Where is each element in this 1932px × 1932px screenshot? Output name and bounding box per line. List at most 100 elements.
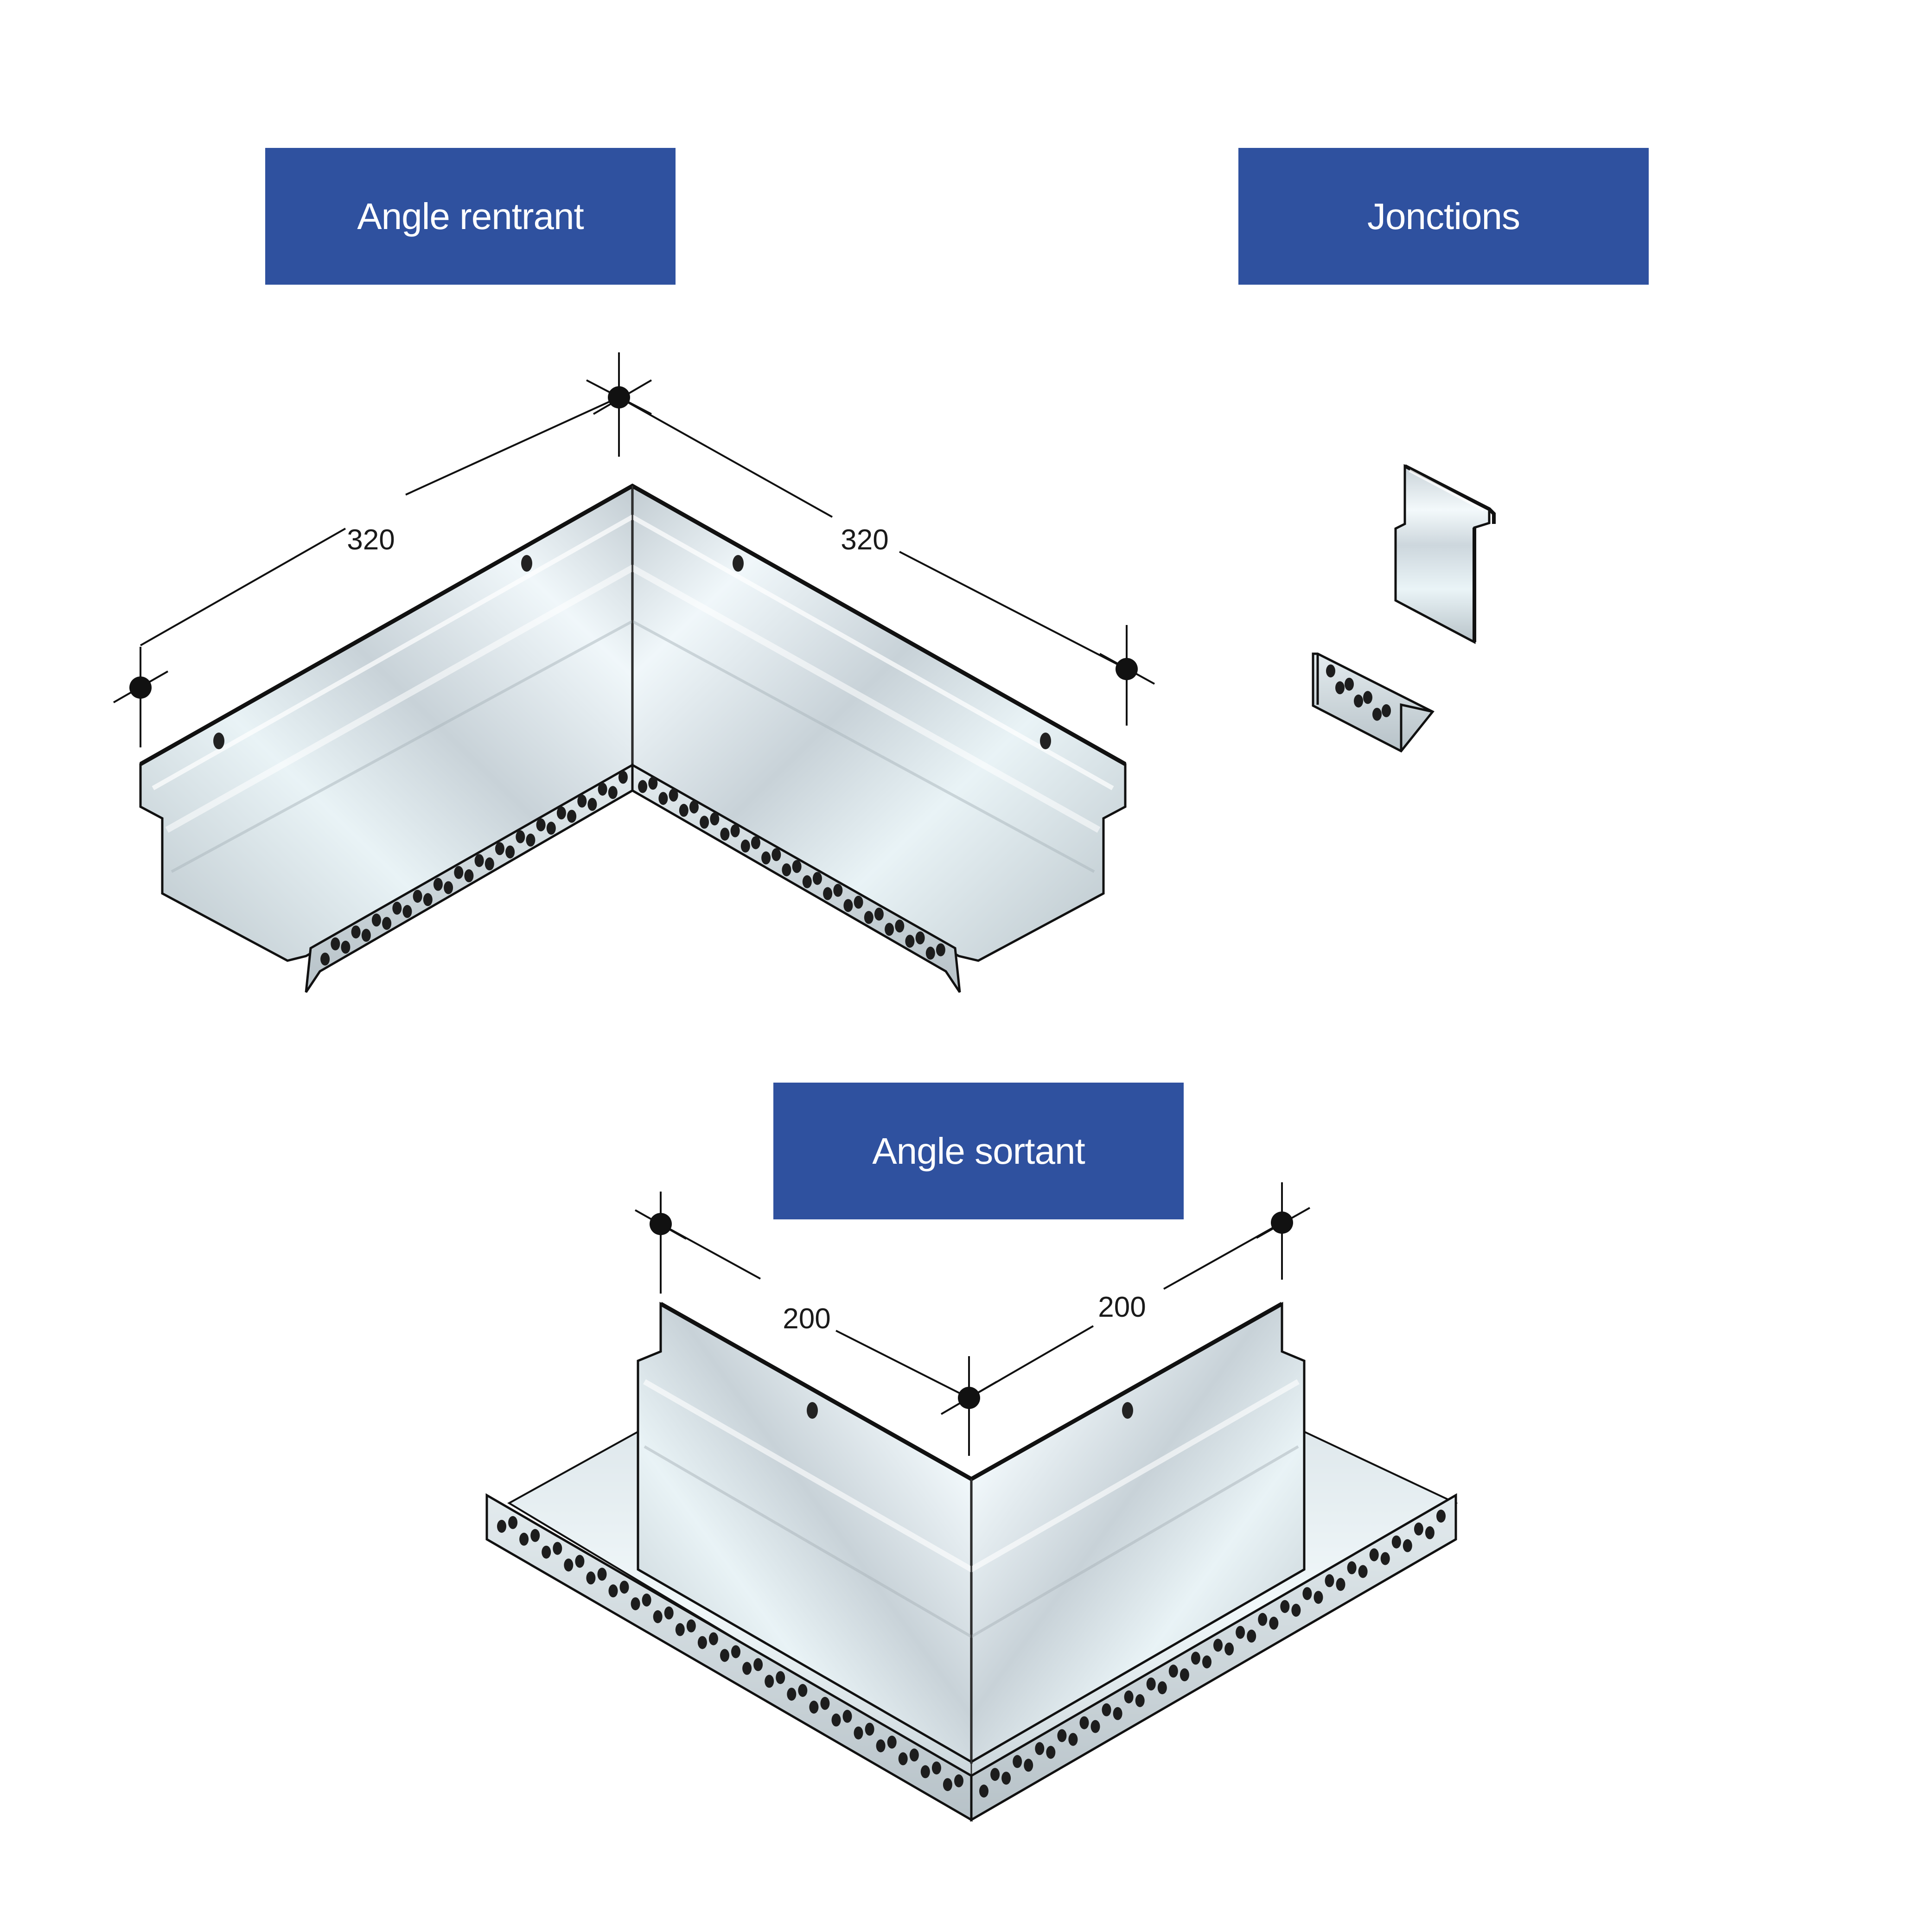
perforation-hole (1068, 1733, 1078, 1746)
perforation-hole (564, 1558, 574, 1572)
perforation-hole (553, 1542, 562, 1555)
perforation-hole (753, 1658, 763, 1671)
perforation-hole (812, 872, 822, 885)
perforation-hole (648, 777, 658, 790)
perforation-hole (843, 899, 853, 912)
perforation-hole (1391, 1535, 1401, 1549)
perforation-hole (392, 901, 402, 915)
perforation-hole (1113, 1707, 1122, 1720)
perforation-hole (1425, 1526, 1435, 1539)
perforation-hole (444, 881, 453, 894)
perforation-hole (423, 893, 433, 906)
perforation-hole (1079, 1716, 1089, 1729)
perforation-hole (876, 1739, 886, 1753)
angle-sortant-label: Angle sortant (773, 1083, 1184, 1219)
dimension-node (1271, 1211, 1293, 1234)
perforation-hole (925, 946, 935, 960)
perforation-hole (887, 1735, 897, 1749)
perforation-hole (1403, 1539, 1412, 1552)
perforation-hole (915, 931, 925, 944)
perforation-hole (577, 794, 587, 808)
rentrant-right-dimension: 320 (841, 524, 888, 556)
perforation-hole (508, 1516, 518, 1529)
perforation-hole (567, 810, 577, 823)
perforation-hole (361, 929, 371, 942)
perforation-hole (920, 1765, 930, 1779)
perforation-hole (597, 1568, 607, 1581)
perforation-hole (761, 851, 771, 865)
perforation-hole (1191, 1651, 1200, 1665)
perforation-hole (1291, 1604, 1301, 1617)
perforation-hole (854, 895, 863, 909)
perforation-hole (954, 1774, 963, 1787)
perforation-hole (1001, 1772, 1011, 1785)
screw-hole-icon (1040, 733, 1051, 749)
perforation-hole (1247, 1629, 1256, 1643)
jonction-strip-part (1312, 652, 1435, 753)
perforation-hole (751, 836, 760, 849)
perforation-hole (874, 907, 884, 921)
perforation-hole (536, 818, 546, 832)
perforation-hole (1347, 1561, 1357, 1575)
perforation-hole (809, 1701, 819, 1714)
dimension-node (1116, 658, 1138, 680)
perforation-hole (371, 913, 381, 927)
perforation-hole (1335, 681, 1345, 695)
perforation-hole (618, 771, 628, 784)
perforation-hole (730, 824, 740, 837)
perforation-hole (1135, 1694, 1145, 1707)
perforation-hole (1213, 1639, 1223, 1652)
perforation-hole (895, 919, 905, 933)
perforation-hole (936, 943, 945, 956)
perforation-hole (990, 1768, 1000, 1781)
perforation-hole (546, 822, 556, 835)
perforation-hole (587, 797, 597, 811)
perforation-hole (931, 1761, 941, 1775)
perforation-hole (833, 884, 843, 897)
perforation-hole (542, 1545, 551, 1559)
screw-hole-icon (807, 1402, 818, 1419)
perforation-hole (700, 816, 709, 829)
perforation-hole (909, 1748, 919, 1762)
perforation-hole (351, 925, 361, 939)
perforation-hole (1382, 704, 1391, 717)
rentrant-left-dimension: 320 (347, 524, 395, 556)
perforation-hole (1102, 1703, 1111, 1716)
angle-rentrant-part (139, 483, 1127, 993)
perforation-hole (1124, 1690, 1134, 1703)
perforation-hole (658, 792, 668, 805)
angle-rentrant-label: Angle rentrant (265, 148, 676, 285)
perforation-hole (1380, 1552, 1390, 1565)
perforation-hole (905, 935, 915, 948)
perforation-hole (341, 940, 351, 954)
perforation-hole (497, 1520, 506, 1533)
perforation-hole (1436, 1510, 1446, 1523)
perforation-hole (530, 1529, 540, 1542)
perforation-hole (1202, 1655, 1211, 1669)
perforation-hole (1035, 1742, 1045, 1755)
perforation-hole (1269, 1616, 1279, 1630)
perforation-hole (798, 1684, 808, 1697)
perforation-hole (831, 1713, 841, 1727)
jonction-perforations (1326, 664, 1391, 721)
perforation-hole (413, 890, 422, 903)
perforation-hole (1345, 677, 1354, 691)
perforation-hole (608, 786, 618, 799)
perforation-hole (575, 1555, 585, 1568)
perforation-hole (943, 1778, 952, 1792)
perforation-hole (1363, 691, 1372, 704)
perforation-hole (1336, 1578, 1345, 1591)
perforation-hole (664, 1606, 674, 1620)
perforation-hole (864, 911, 874, 924)
screw-hole-icon (213, 733, 224, 749)
perforation-hole (1168, 1664, 1178, 1678)
perforation-hole (454, 866, 464, 879)
perforation-hole (679, 803, 689, 817)
dimension-node (650, 1213, 672, 1235)
perforation-hole (772, 848, 781, 861)
rentrant-perforations (320, 771, 945, 966)
perforation-hole (823, 887, 833, 900)
perforation-hole (742, 1662, 752, 1675)
